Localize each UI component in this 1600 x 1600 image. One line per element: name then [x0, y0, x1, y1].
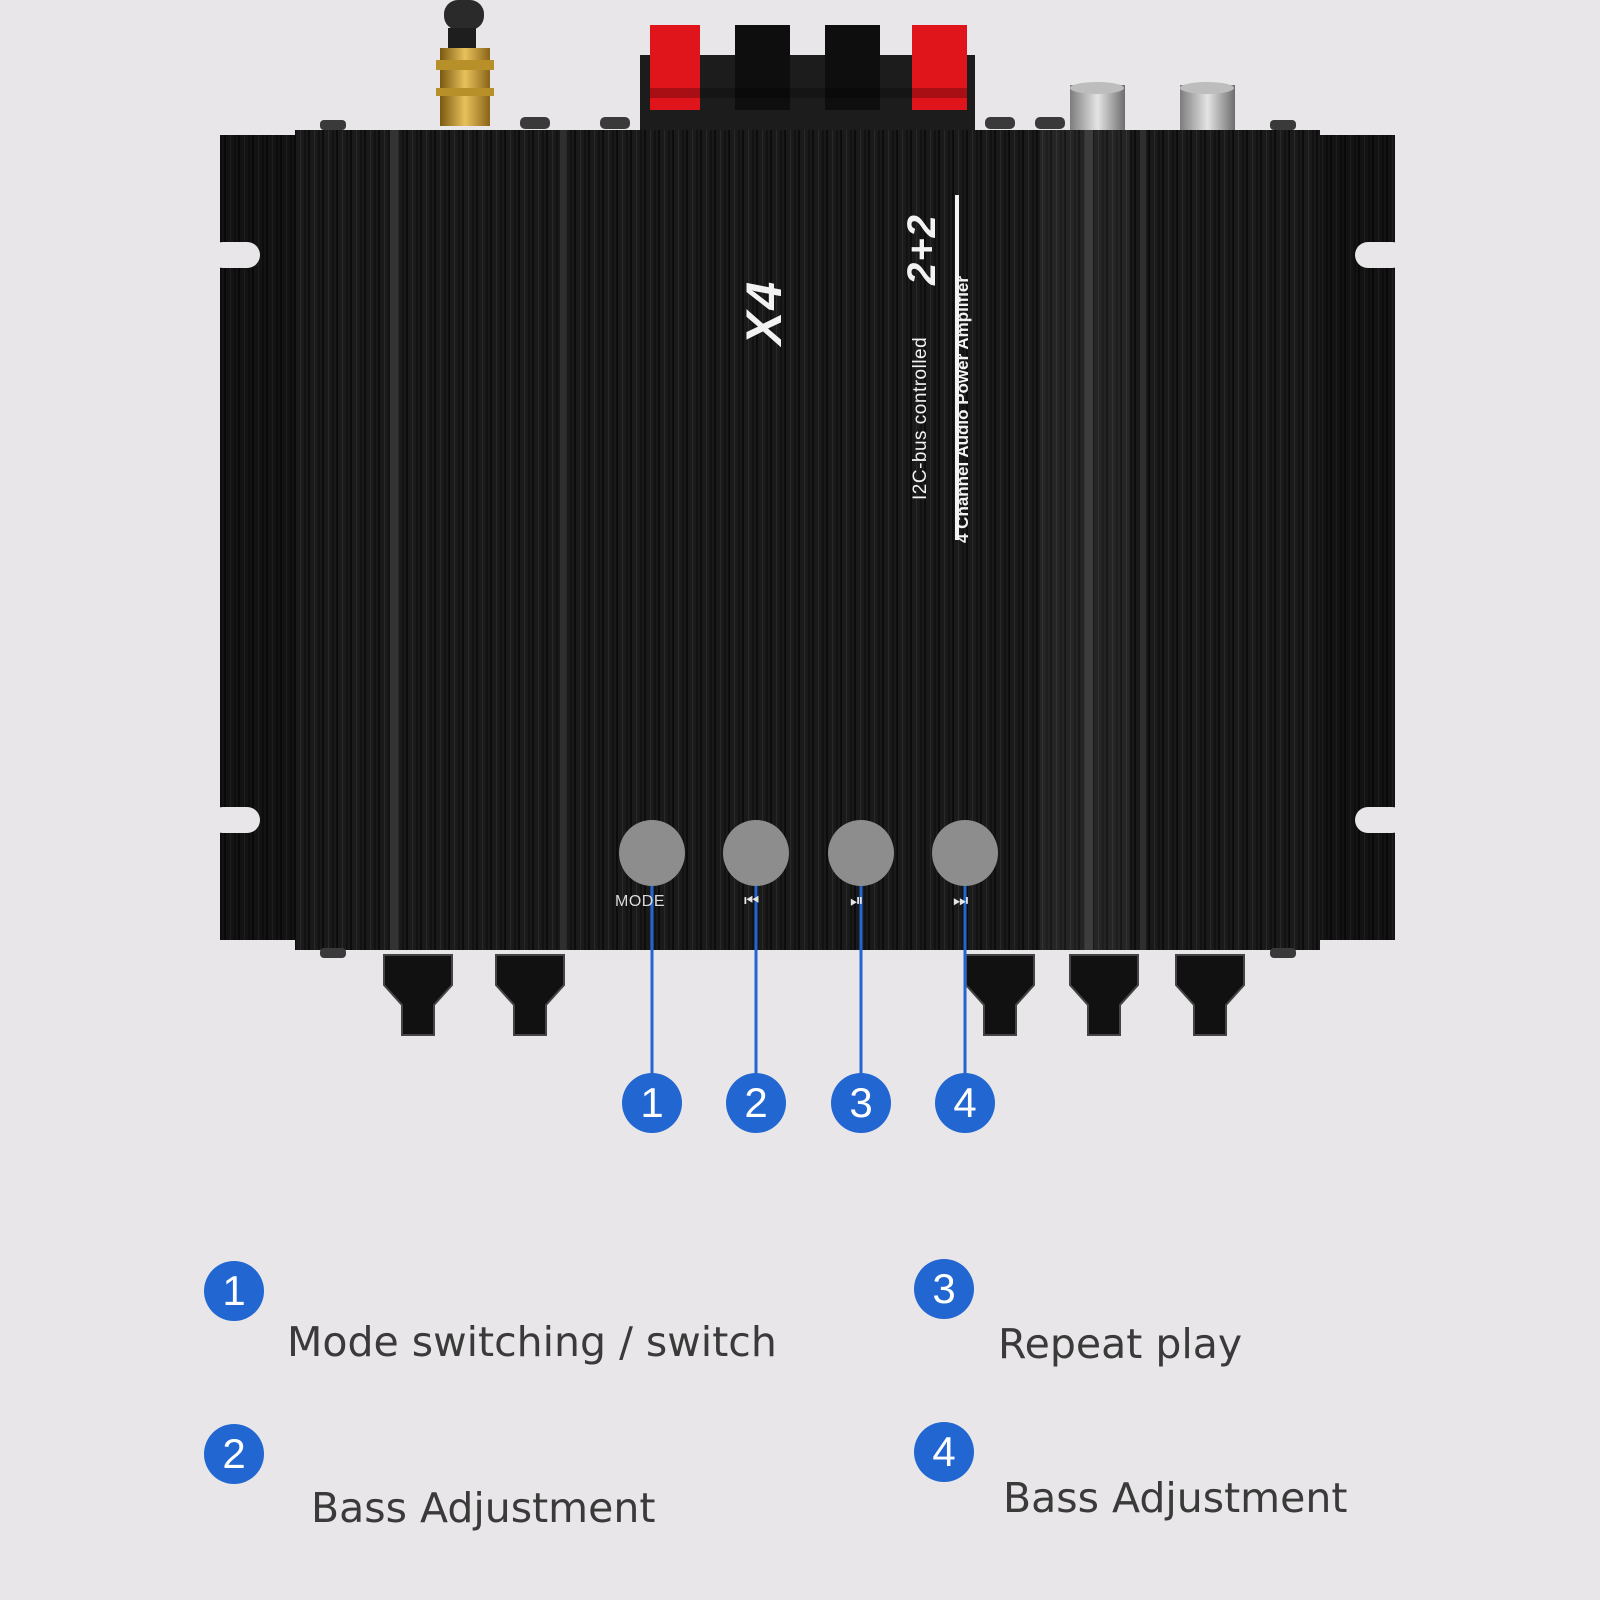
amplifier-device: [210, 0, 1405, 1078]
legend-badge-2: 2: [204, 1424, 264, 1484]
legend-text-2: Bass Adjustment: [311, 1484, 656, 1532]
callout-lines: [650, 886, 967, 1078]
bottom-terminal-posts: [383, 954, 1245, 1036]
next-button[interactable]: [932, 820, 998, 886]
channel-config-label: 2+2: [900, 214, 944, 285]
legend-badge-1: 1: [204, 1261, 264, 1321]
antenna-connector: [436, 0, 494, 126]
mode-label: MODE: [615, 893, 665, 910]
callout-2: 2: [726, 1073, 786, 1133]
speaker-terminal-block: [640, 25, 975, 130]
next-track-icon: ⏭: [953, 891, 968, 911]
play-pause-icon: ⏯: [850, 891, 864, 911]
legend-text-3: Repeat play: [998, 1320, 1243, 1368]
play-pause-button[interactable]: [828, 820, 894, 886]
legend-badge-3: 3: [914, 1259, 974, 1319]
callout-3: 3: [831, 1073, 891, 1133]
legend-text-4: Bass Adjustment: [1003, 1474, 1348, 1522]
amplifier-chassis: [210, 130, 1405, 950]
legend-badge-4: 4: [914, 1422, 974, 1482]
previous-track-icon: ⏮: [744, 891, 759, 911]
callout-4: 4: [935, 1073, 995, 1133]
amplifier-subtitle: 4 Channel Audio Power Amplifier: [953, 276, 972, 543]
legend-text-1: Mode switching / switch: [287, 1318, 777, 1366]
previous-button[interactable]: [723, 820, 789, 886]
mode-button[interactable]: [619, 820, 685, 886]
callout-1: 1: [622, 1073, 682, 1133]
rca-input-jacks: [1070, 82, 1235, 135]
model-label: X4: [736, 279, 792, 345]
bus-control-label: I2C-bus controlled: [910, 336, 931, 500]
